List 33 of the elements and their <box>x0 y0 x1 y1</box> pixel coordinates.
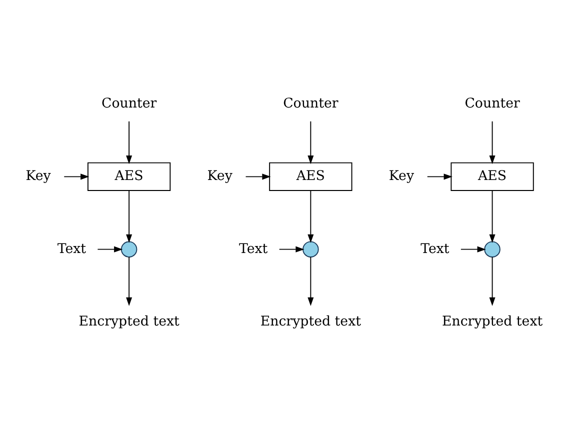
node-circle <box>120 241 138 258</box>
node-text: Counter <box>283 96 338 112</box>
node-text: Key <box>207 169 232 184</box>
node-circle <box>302 241 319 258</box>
node-text: Encrypted text <box>260 314 362 330</box>
node-text: Counter <box>101 96 157 112</box>
node-text: Counter <box>464 96 520 112</box>
arrow <box>278 246 304 252</box>
node-box: AES <box>87 162 171 192</box>
node-text: Encrypted text <box>78 314 180 330</box>
node-circle <box>484 241 500 258</box>
node-text: Encrypted text <box>442 314 543 330</box>
node-text: Key <box>388 169 414 184</box>
arrow <box>126 256 132 306</box>
node-text: Text <box>57 242 86 257</box>
arrow <box>64 174 90 180</box>
arrow <box>245 174 271 180</box>
arrow <box>126 120 132 164</box>
arrow <box>426 174 452 180</box>
arrow <box>489 190 496 243</box>
arrow <box>460 246 486 252</box>
node-box: AES <box>269 162 352 192</box>
node-text: Text <box>238 242 268 257</box>
arrow <box>489 120 496 164</box>
arrow <box>489 256 496 306</box>
node-box: AES <box>450 162 534 192</box>
node-text: Text <box>420 242 450 257</box>
arrow <box>308 190 314 243</box>
arrow <box>97 246 123 252</box>
arrow <box>126 190 132 243</box>
arrow <box>308 120 314 164</box>
node-text: Key <box>26 169 51 184</box>
arrow <box>308 256 314 306</box>
